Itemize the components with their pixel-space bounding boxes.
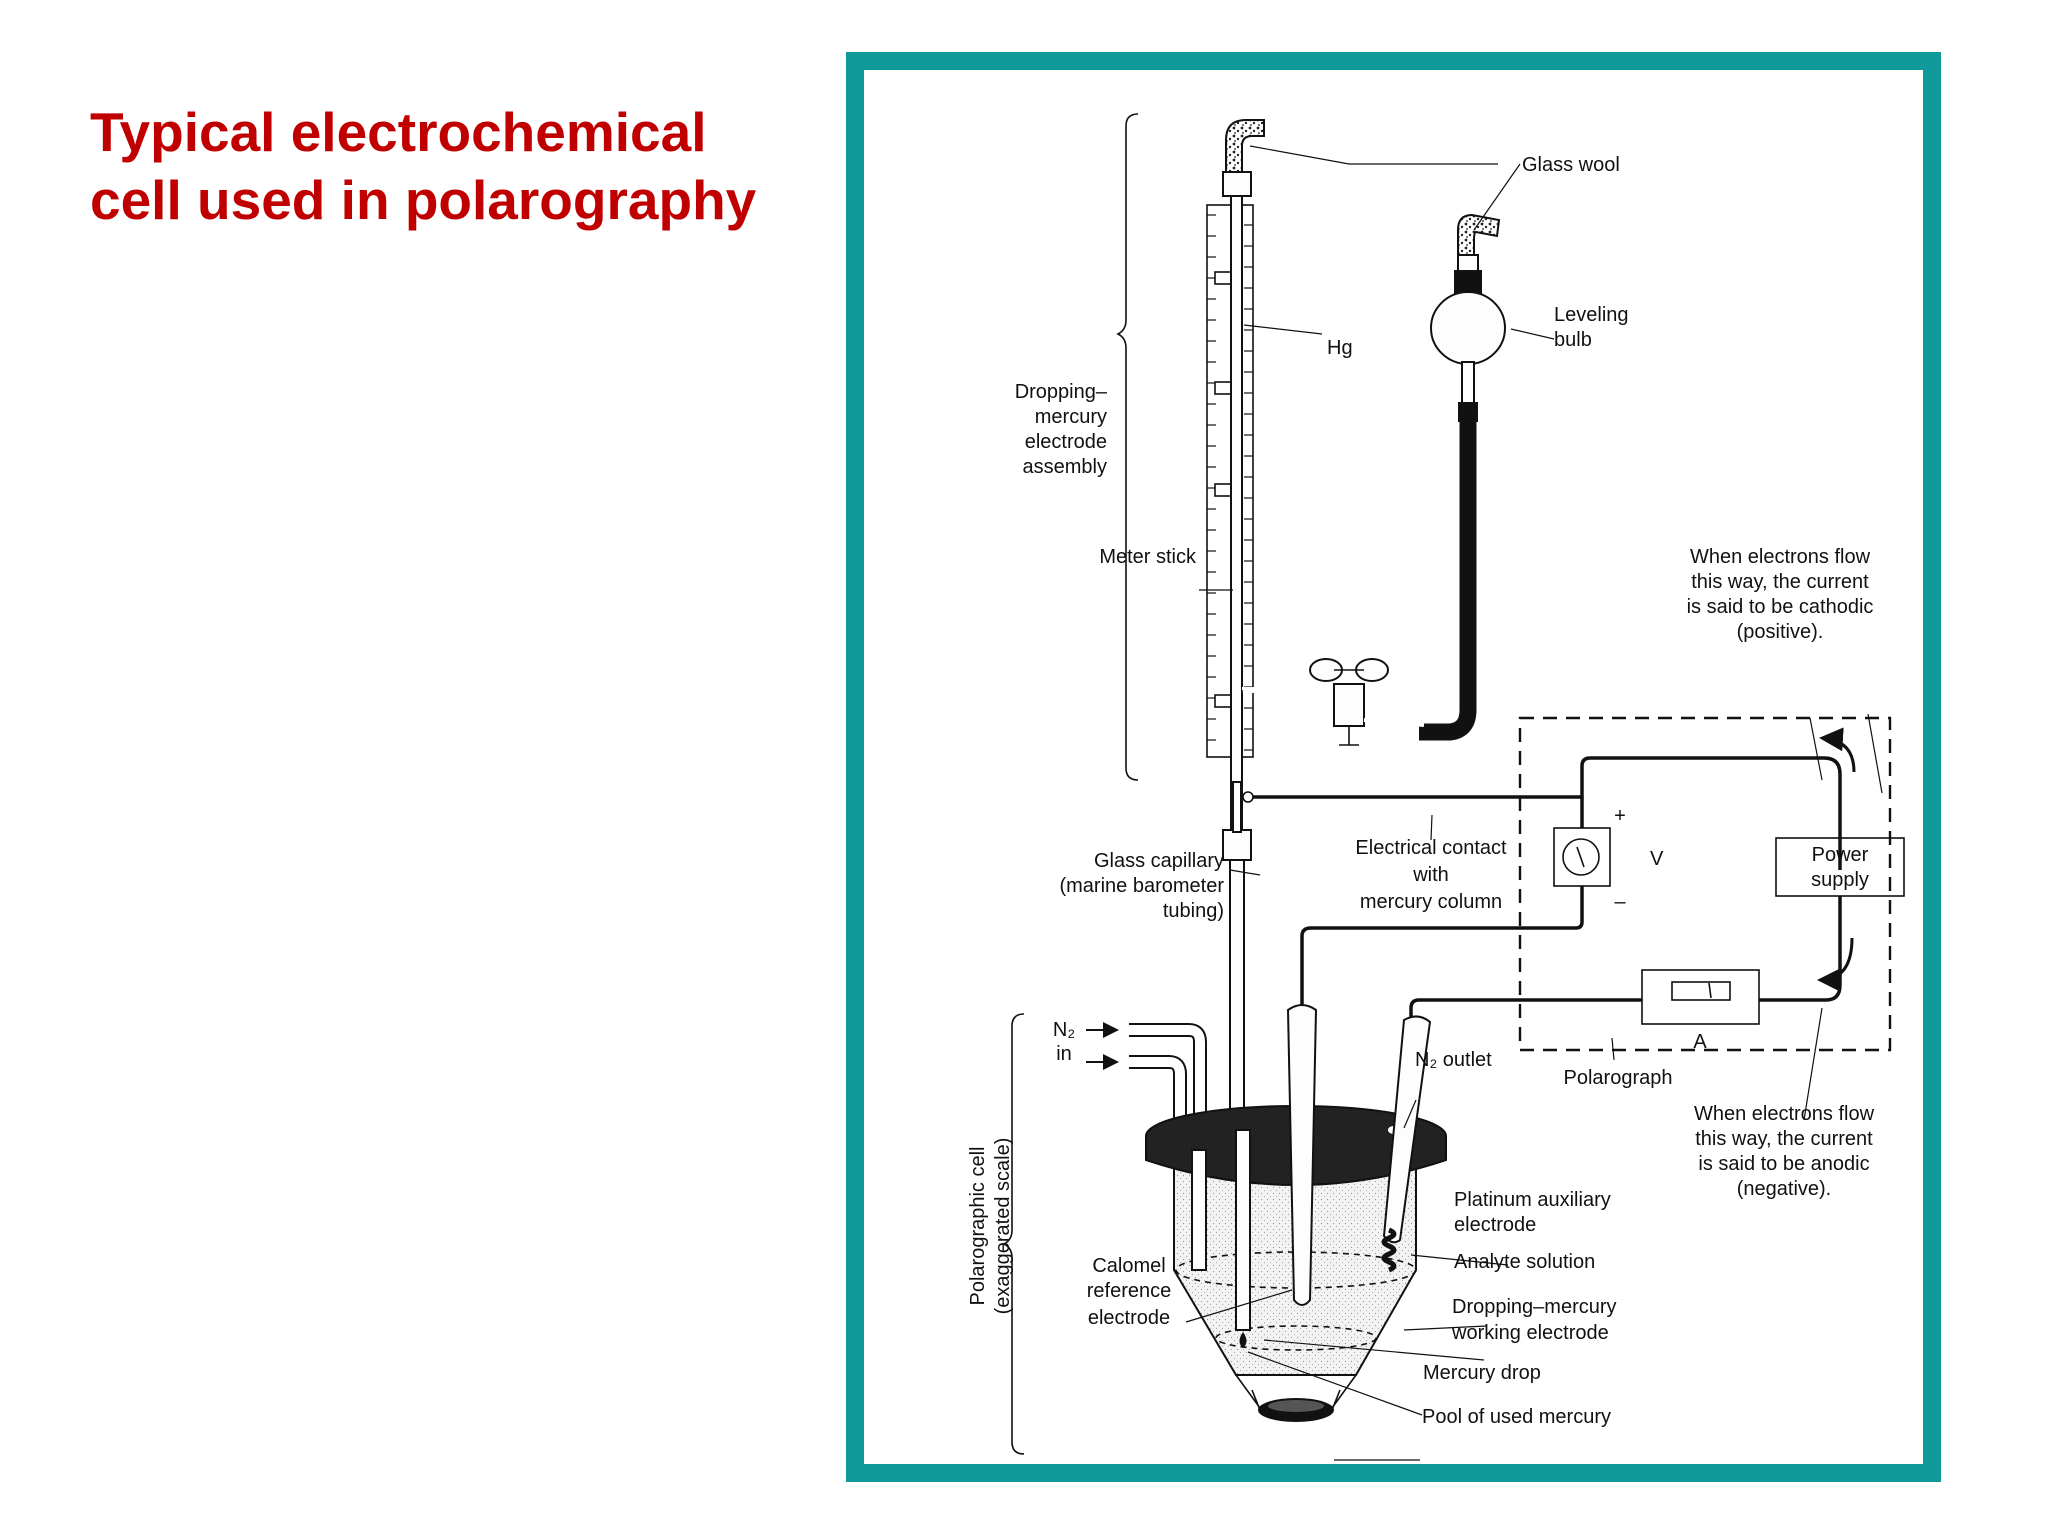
- dme-brace: [1116, 113, 1139, 781]
- cathodic-arrow: [1819, 727, 1856, 773]
- label-ammeter: A: [1693, 1031, 1707, 1053]
- label-leveling-bulb-1: Leveling: [1554, 304, 1629, 326]
- label-electrical-contact-2: with: [1412, 864, 1449, 886]
- diagram-labels: Glass wool Leveling bulb Hg Dropping– me…: [967, 154, 1875, 1428]
- cell-brace: [1002, 1013, 1025, 1455]
- label-glass-capillary-1: Glass capillary: [1094, 850, 1224, 872]
- title-line-1: Typical electrochemical: [90, 101, 707, 163]
- figure-frame: Glass wool Leveling bulb Hg Dropping– me…: [846, 52, 1941, 1482]
- label-cathodic-1: When electrons flow: [1690, 546, 1871, 568]
- label-n2-outlet: N₂ outlet: [1415, 1049, 1492, 1071]
- stopcock: [1241, 658, 1425, 746]
- wire-calomel: [1300, 886, 1584, 1008]
- label-calomel-1: Calomel: [1092, 1255, 1165, 1277]
- label-meter-stick: Meter stick: [1099, 546, 1197, 568]
- label-cathodic-3: is said to be cathodic: [1687, 596, 1874, 618]
- label-dme-working-1: Dropping–mercury: [1452, 1296, 1617, 1318]
- label-dme-assembly-2: mercury: [1035, 406, 1107, 428]
- label-anodic-4: (negative).: [1737, 1178, 1832, 1200]
- label-power-supply-1: Power: [1812, 844, 1869, 866]
- label-pool: Pool of used mercury: [1422, 1406, 1611, 1428]
- label-platinum-2: electrode: [1454, 1214, 1536, 1236]
- label-anodic-1: When electrons flow: [1694, 1103, 1875, 1125]
- calomel-electrode: [1286, 1004, 1318, 1306]
- label-polarographic-cell-1: Polarographic cell: [967, 1147, 989, 1306]
- leveling-bulb: [1430, 291, 1506, 365]
- leader-lines-cell: [1185, 1099, 1509, 1461]
- mercury-drop: [1239, 1332, 1247, 1348]
- label-n2-in-2: in: [1056, 1043, 1072, 1065]
- capillary-in-cell: [1235, 1129, 1251, 1331]
- label-glass-wool: Glass wool: [1522, 154, 1620, 176]
- glass-wool-right: [1457, 213, 1501, 260]
- label-dme-working-2: working electrode: [1451, 1322, 1609, 1344]
- cathodic-leader: [1809, 717, 1823, 781]
- capillary-neck: [1232, 781, 1242, 833]
- bulb-cap: [1454, 270, 1482, 294]
- anodic-leader: [1803, 1007, 1823, 1121]
- label-calomel-3: electrode: [1088, 1307, 1170, 1329]
- label-n2-in-1: N₂: [1053, 1019, 1075, 1041]
- label-anodic-3: is said to be anodic: [1698, 1153, 1869, 1175]
- wire-contact: [1253, 756, 1842, 870]
- polarograph-box: [1518, 716, 1892, 1052]
- label-cathodic-4: (positive).: [1737, 621, 1824, 643]
- tube-stopper: [1222, 171, 1252, 197]
- title-line-2: cell used in polarography: [90, 169, 757, 231]
- label-mercury-drop: Mercury drop: [1423, 1362, 1541, 1384]
- label-electrical-contact-1: Electrical contact: [1355, 837, 1507, 859]
- label-dme-assembly-4: assembly: [1023, 456, 1107, 478]
- ammeter: [1641, 969, 1760, 1025]
- label-power-supply-2: supply: [1811, 869, 1869, 891]
- wire-ps-ammeter: [1759, 896, 1842, 1002]
- label-analyte: Analyte solution: [1454, 1251, 1595, 1273]
- label-polarograph: Polarograph: [1564, 1067, 1673, 1089]
- label-electrical-contact-3: mercury column: [1360, 891, 1502, 913]
- label-dme-assembly-1: Dropping–: [1015, 381, 1108, 403]
- label-leveling-bulb-2: bulb: [1554, 329, 1592, 351]
- polarographic-cell: [1002, 1004, 1509, 1461]
- dme-assembly: [1116, 113, 1506, 1321]
- anodic-arrow: [1817, 937, 1854, 992]
- label-cathodic-2: this way, the current: [1691, 571, 1869, 593]
- polarograph-leader: [1611, 1037, 1615, 1061]
- glass-wool-left: [1225, 119, 1265, 173]
- polarograph-circuit: [1253, 716, 1905, 1121]
- polarography-diagram: Glass wool Leveling bulb Hg Dropping– me…: [967, 113, 1905, 1461]
- label-minus: –: [1614, 891, 1626, 913]
- meter-stick-ticks: [1207, 214, 1253, 751]
- glass-capillary: [1222, 829, 1252, 861]
- voltmeter-dial: [1562, 838, 1600, 876]
- label-hg: Hg: [1327, 337, 1353, 359]
- n2-inlet-tubes: [1086, 1022, 1207, 1122]
- label-glass-capillary-2: (marine barometer: [1059, 875, 1224, 897]
- label-polarographic-cell-2: (exaggerated scale): [992, 1138, 1014, 1315]
- wire-platinum: [1409, 998, 1642, 1020]
- leader-lines-top: [1199, 145, 1883, 876]
- label-calomel-2: reference: [1087, 1280, 1172, 1302]
- label-glass-capillary-3: tubing): [1163, 900, 1224, 922]
- label-platinum-1: Platinum auxiliary: [1454, 1189, 1611, 1211]
- platinum-coil: [1381, 1227, 1397, 1273]
- label-anodic-2: this way, the current: [1695, 1128, 1873, 1150]
- label-plus: +: [1614, 805, 1626, 827]
- n2-bubbler-tube: [1191, 1149, 1207, 1271]
- label-voltmeter: V: [1650, 848, 1664, 870]
- contact-point: [1242, 791, 1254, 803]
- rubber-hose: [1419, 410, 1477, 741]
- label-dme-assembly-3: electrode: [1025, 431, 1107, 453]
- hose-collar: [1458, 402, 1478, 422]
